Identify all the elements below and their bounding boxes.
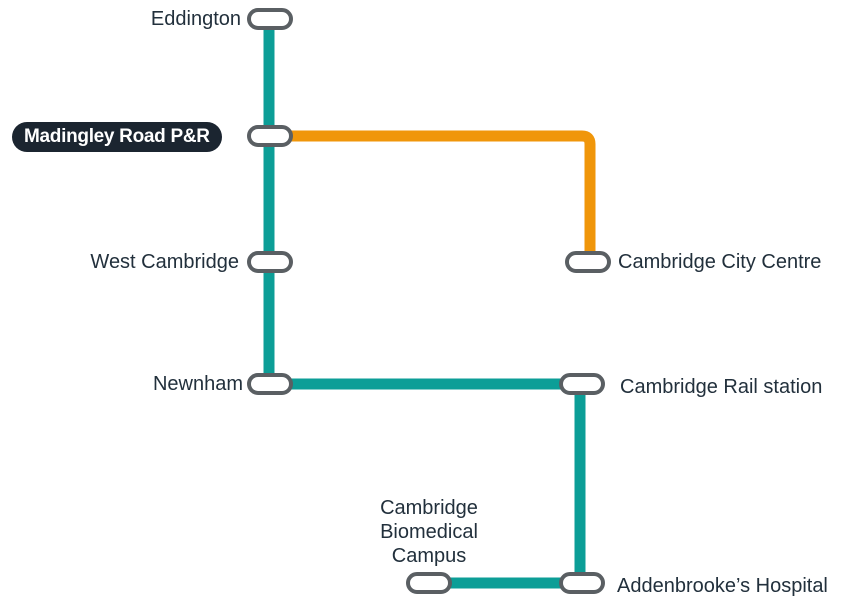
label-biomedical-line-3: Campus [391, 545, 467, 567]
label-addenbrookes: Addenbrooke’s Hospital [617, 575, 828, 597]
label-madingley-road-highlighted: Madingley Road P&R [12, 122, 222, 152]
stop-addenbrookes[interactable] [559, 572, 605, 594]
label-biomedical-line-2: Biomedical [380, 521, 478, 543]
label-west-cambridge: West Cambridge [90, 251, 239, 273]
stop-west-cambridge[interactable] [247, 251, 293, 273]
label-city-centre: Cambridge City Centre [618, 251, 822, 273]
stop-city-centre[interactable] [565, 251, 611, 273]
label-newnham: Newnham [152, 373, 243, 395]
stop-newnham[interactable] [247, 373, 293, 395]
stop-rail-station[interactable] [559, 373, 605, 395]
stop-madingley-road[interactable] [247, 125, 293, 147]
stop-eddington[interactable] [247, 8, 293, 30]
label-eddington: Eddington [150, 8, 241, 30]
label-rail-station: Cambridge Rail station [620, 376, 823, 398]
stop-biomedical-campus[interactable] [406, 572, 452, 594]
label-biomedical-campus: Cambridge Biomedical Campus [362, 496, 496, 568]
orange-route-line [269, 130, 596, 262]
label-biomedical-line-1: Cambridge [380, 497, 478, 519]
